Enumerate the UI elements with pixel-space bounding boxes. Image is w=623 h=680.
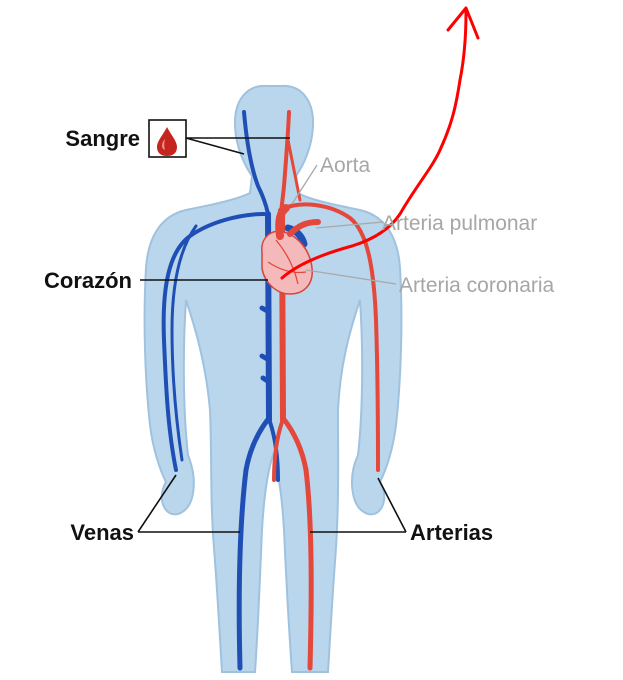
label-pulmonary-artery: Arteria pulmonar xyxy=(382,212,537,235)
label-coronary-artery: Arteria coronaria xyxy=(399,274,555,297)
annotation-arrowhead xyxy=(448,8,478,38)
vein-branch-2 xyxy=(262,356,269,360)
blood-icon-box xyxy=(149,120,186,157)
vein-branch-1 xyxy=(262,308,269,312)
label-arteries: Arterias xyxy=(410,520,493,545)
label-veins: Venas xyxy=(70,520,134,545)
label-heart: Corazón xyxy=(44,268,132,293)
vein-branch-3 xyxy=(263,378,269,382)
label-blood: Sangre xyxy=(65,126,140,151)
label-aorta: Aorta xyxy=(320,154,371,177)
